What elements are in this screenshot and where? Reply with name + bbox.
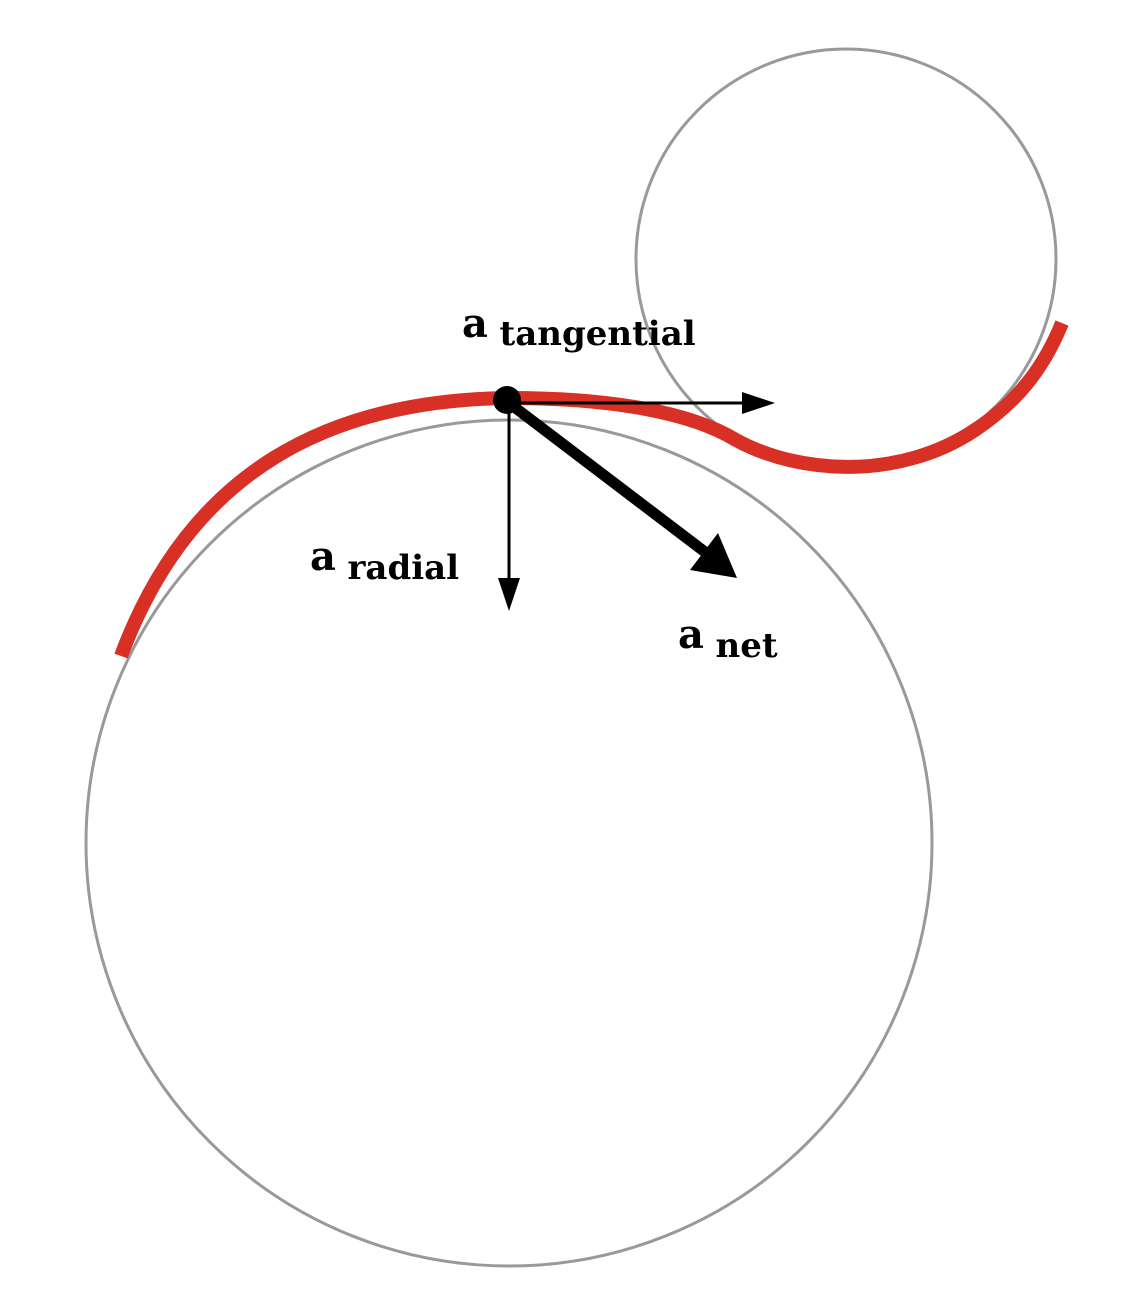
radial-vector — [498, 403, 520, 611]
particle-point — [493, 386, 521, 414]
tangential-vector — [509, 392, 775, 414]
small-circle — [634, 47, 1058, 471]
label-net: a net — [678, 611, 778, 666]
track-path — [114, 320, 1069, 659]
label-tangential: a tangential — [462, 300, 696, 354]
label-radial: a radial — [310, 533, 459, 588]
net-vector — [503, 397, 737, 578]
